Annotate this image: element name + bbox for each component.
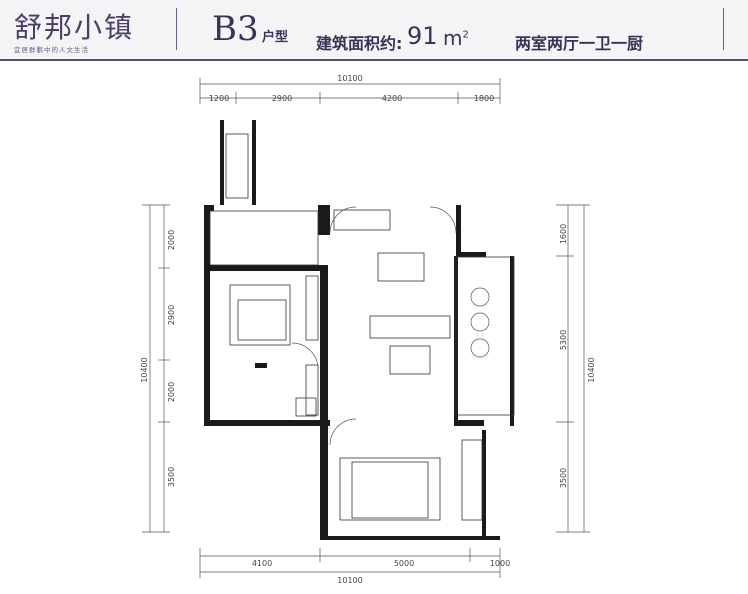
door-swings (291, 206, 490, 446)
dim-right-total: 10400 (587, 357, 596, 382)
dimension-texts: 10100 1200 2900 4200 1800 4100 5000 1000… (140, 74, 596, 585)
area-value: 91 (407, 22, 438, 50)
walls (204, 120, 514, 540)
dimension-lines (142, 78, 590, 578)
dim-right-seg-3: 3500 (559, 468, 568, 488)
unit-code: B3 (212, 9, 259, 49)
dim-top-seg-3: 4200 (382, 94, 402, 103)
dim-left-seg-4: 3500 (167, 467, 176, 487)
layout-type: 两室两厅一卫一厨 (515, 34, 644, 53)
dim-left-total: 10400 (140, 357, 149, 382)
area-label: 建筑面积约: (316, 34, 403, 53)
dim-bottom-seg-3: 1000 (490, 559, 510, 568)
dim-top-total: 10100 (337, 74, 362, 83)
dim-bottom-seg-1: 4100 (252, 559, 272, 568)
dim-right-seg-2: 5300 (559, 330, 568, 350)
interior-lines (209, 133, 515, 521)
brand-slogan: 宜居群鹏中的人文生活 (14, 46, 89, 54)
brand-logo-title: 舒邦小镇 (14, 11, 135, 44)
header-underline (0, 59, 748, 61)
area-unit-base: m (443, 26, 463, 50)
area-unit: m2 (443, 26, 469, 50)
dim-top-seg-2: 2900 (272, 94, 292, 103)
header-divider-left (176, 8, 177, 50)
unit-label: 户型 (262, 30, 289, 45)
dim-bottom-total: 10100 (337, 576, 362, 585)
dim-top-seg-4: 1800 (474, 94, 494, 103)
header-bar (0, 0, 748, 60)
dim-bottom-seg-2: 5000 (394, 559, 414, 568)
dim-left-seg-2: 2900 (167, 305, 176, 325)
dim-right-seg-1: 1600 (559, 224, 568, 244)
dim-left-seg-3: 2000 (167, 382, 176, 402)
dim-left-seg-1: 2000 (167, 230, 176, 250)
dim-top-seg-1: 1200 (209, 94, 229, 103)
area-unit-sup: 2 (462, 29, 469, 41)
header-divider-right (723, 8, 724, 50)
